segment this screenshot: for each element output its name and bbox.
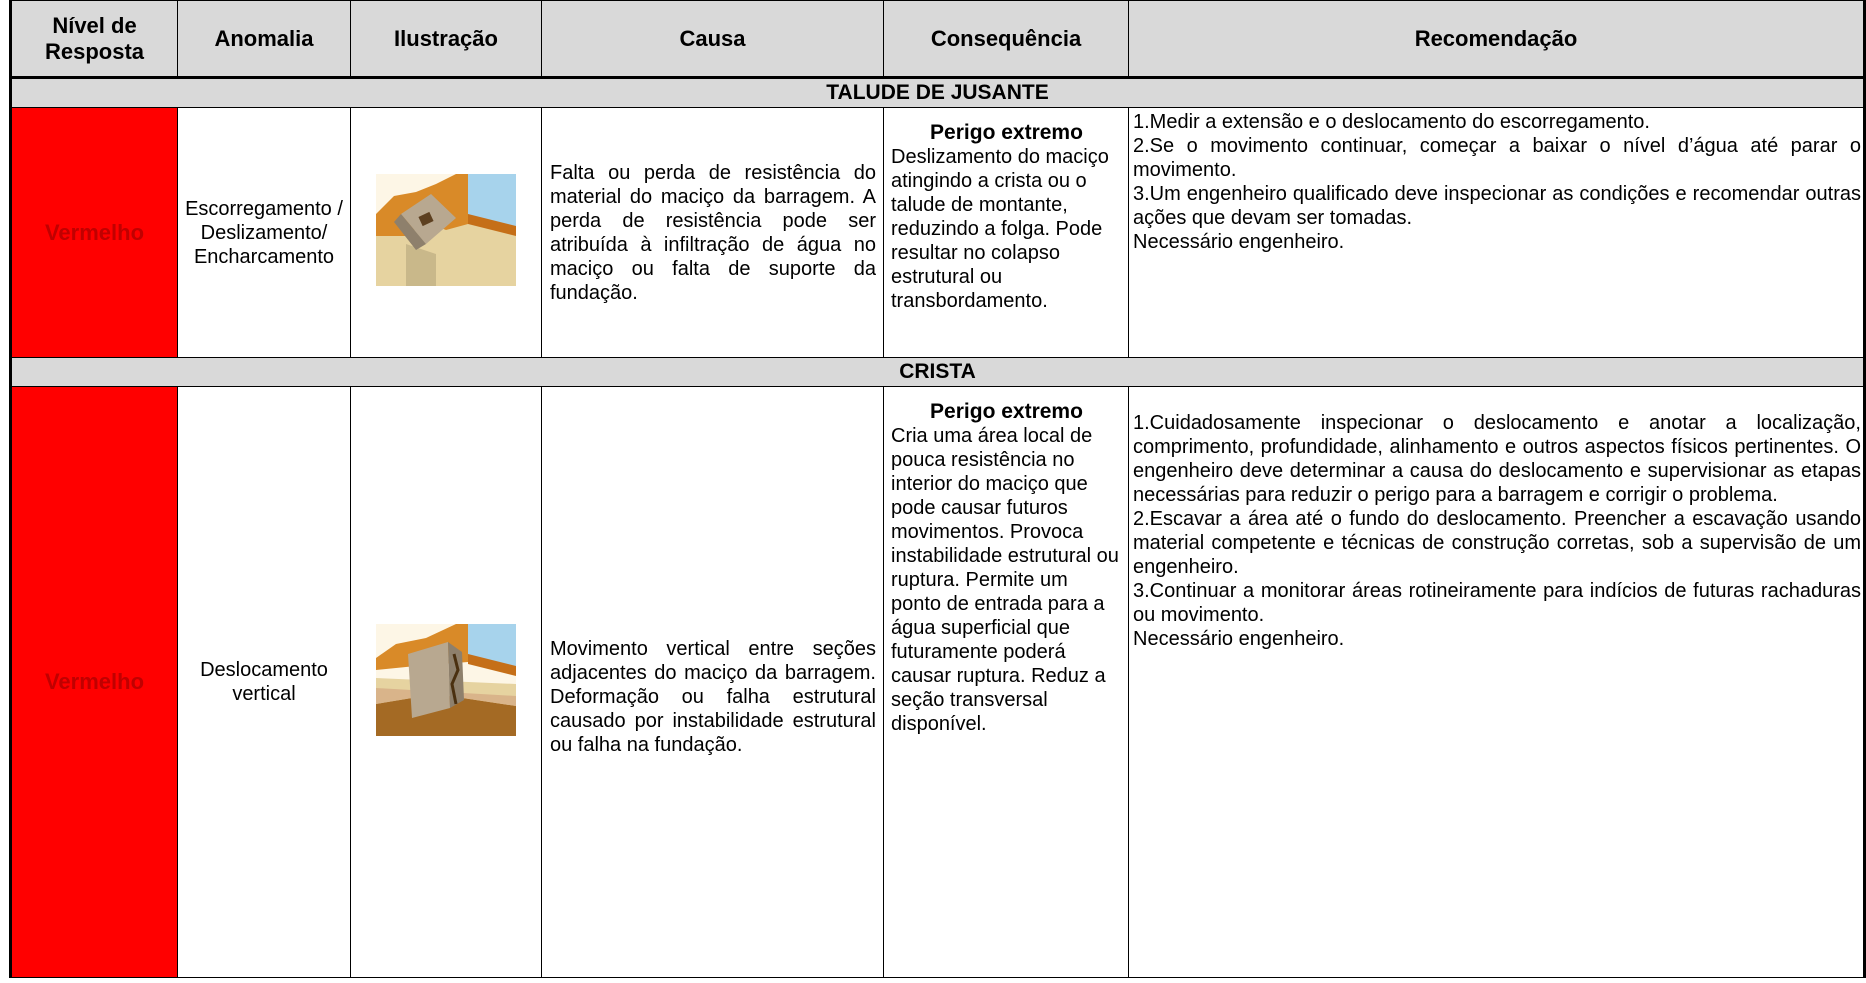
- section-title: CRISTA: [10, 357, 1865, 387]
- table-header-row: Nível de Resposta Anomalia Ilustração Ca…: [10, 0, 1865, 79]
- anomaly-table: Nível de Resposta Anomalia Ilustração Ca…: [9, 0, 1866, 978]
- recommendation-item: 3.Continuar a monitorar áreas rotineiram…: [1133, 580, 1861, 626]
- header-consequencia: Consequência: [883, 0, 1129, 79]
- table-row: Vermelho Escorregamento / Deslizamento/ …: [10, 107, 1865, 358]
- recommendation-item: 1.Medir a extensão e o deslocamento do e…: [1133, 111, 1650, 133]
- consequence-title: Perigo extremo: [930, 400, 1083, 423]
- anomaly-cell: Escorregamento / Deslizamento/ Encharcam…: [177, 107, 351, 358]
- anomaly-cell: Deslocamento vertical: [177, 386, 351, 978]
- recommendation-item: 2.Escavar a área até o fundo do deslocam…: [1133, 508, 1861, 578]
- consequence-cell: Perigo extremo Deslizamento do maciço at…: [883, 107, 1129, 358]
- recommendation-cell: 1.Medir a extensão e o deslocamento do e…: [1128, 107, 1865, 358]
- cause-cell: Falta ou perda de resistência do materia…: [541, 107, 884, 358]
- header-nivel: Nível de Resposta: [10, 0, 178, 79]
- section-row: TALUDE DE JUSANTE: [10, 77, 1865, 108]
- cause-cell: Movimento vertical entre seções adjacent…: [541, 386, 884, 978]
- recommendation-item: 3.Um engenheiro qualificado deve inspeci…: [1133, 183, 1861, 229]
- consequence-cell: Perigo extremo Cria uma área local de po…: [883, 386, 1129, 978]
- response-level: Vermelho: [10, 107, 178, 358]
- table-row: Vermelho Deslocamento vertical Movimento…: [10, 386, 1865, 978]
- recommendation-item: 2.Se o movimento continuar, começar a ba…: [1133, 135, 1861, 181]
- illustration-cell: [350, 107, 542, 358]
- vertical-displacement-illustration-icon: [376, 623, 516, 736]
- recommendation-cell: 1.Cuidadosamente inspecionar o deslocame…: [1128, 386, 1865, 978]
- illustration-cell: [350, 386, 542, 978]
- response-level: Vermelho: [10, 386, 178, 978]
- recommendation-item: Necessário engenheiro.: [1133, 628, 1345, 650]
- header-ilustracao: Ilustração: [350, 0, 542, 79]
- section-row: CRISTA: [10, 357, 1865, 387]
- section-title: TALUDE DE JUSANTE: [10, 77, 1865, 108]
- consequence-title: Perigo extremo: [930, 121, 1083, 144]
- consequence-text: Deslizamento do maciço atingindo a crist…: [891, 146, 1109, 312]
- slope-slide-illustration-icon: [376, 174, 516, 286]
- header-recomendacao: Recomendação: [1128, 0, 1865, 79]
- header-anomalia: Anomalia: [177, 0, 351, 79]
- recommendation-item: 1.Cuidadosamente inspecionar o deslocame…: [1133, 412, 1861, 506]
- header-causa: Causa: [541, 0, 884, 79]
- consequence-text: Cria uma área local de pouca resistência…: [891, 425, 1119, 735]
- recommendation-item: Necessário engenheiro.: [1133, 231, 1345, 253]
